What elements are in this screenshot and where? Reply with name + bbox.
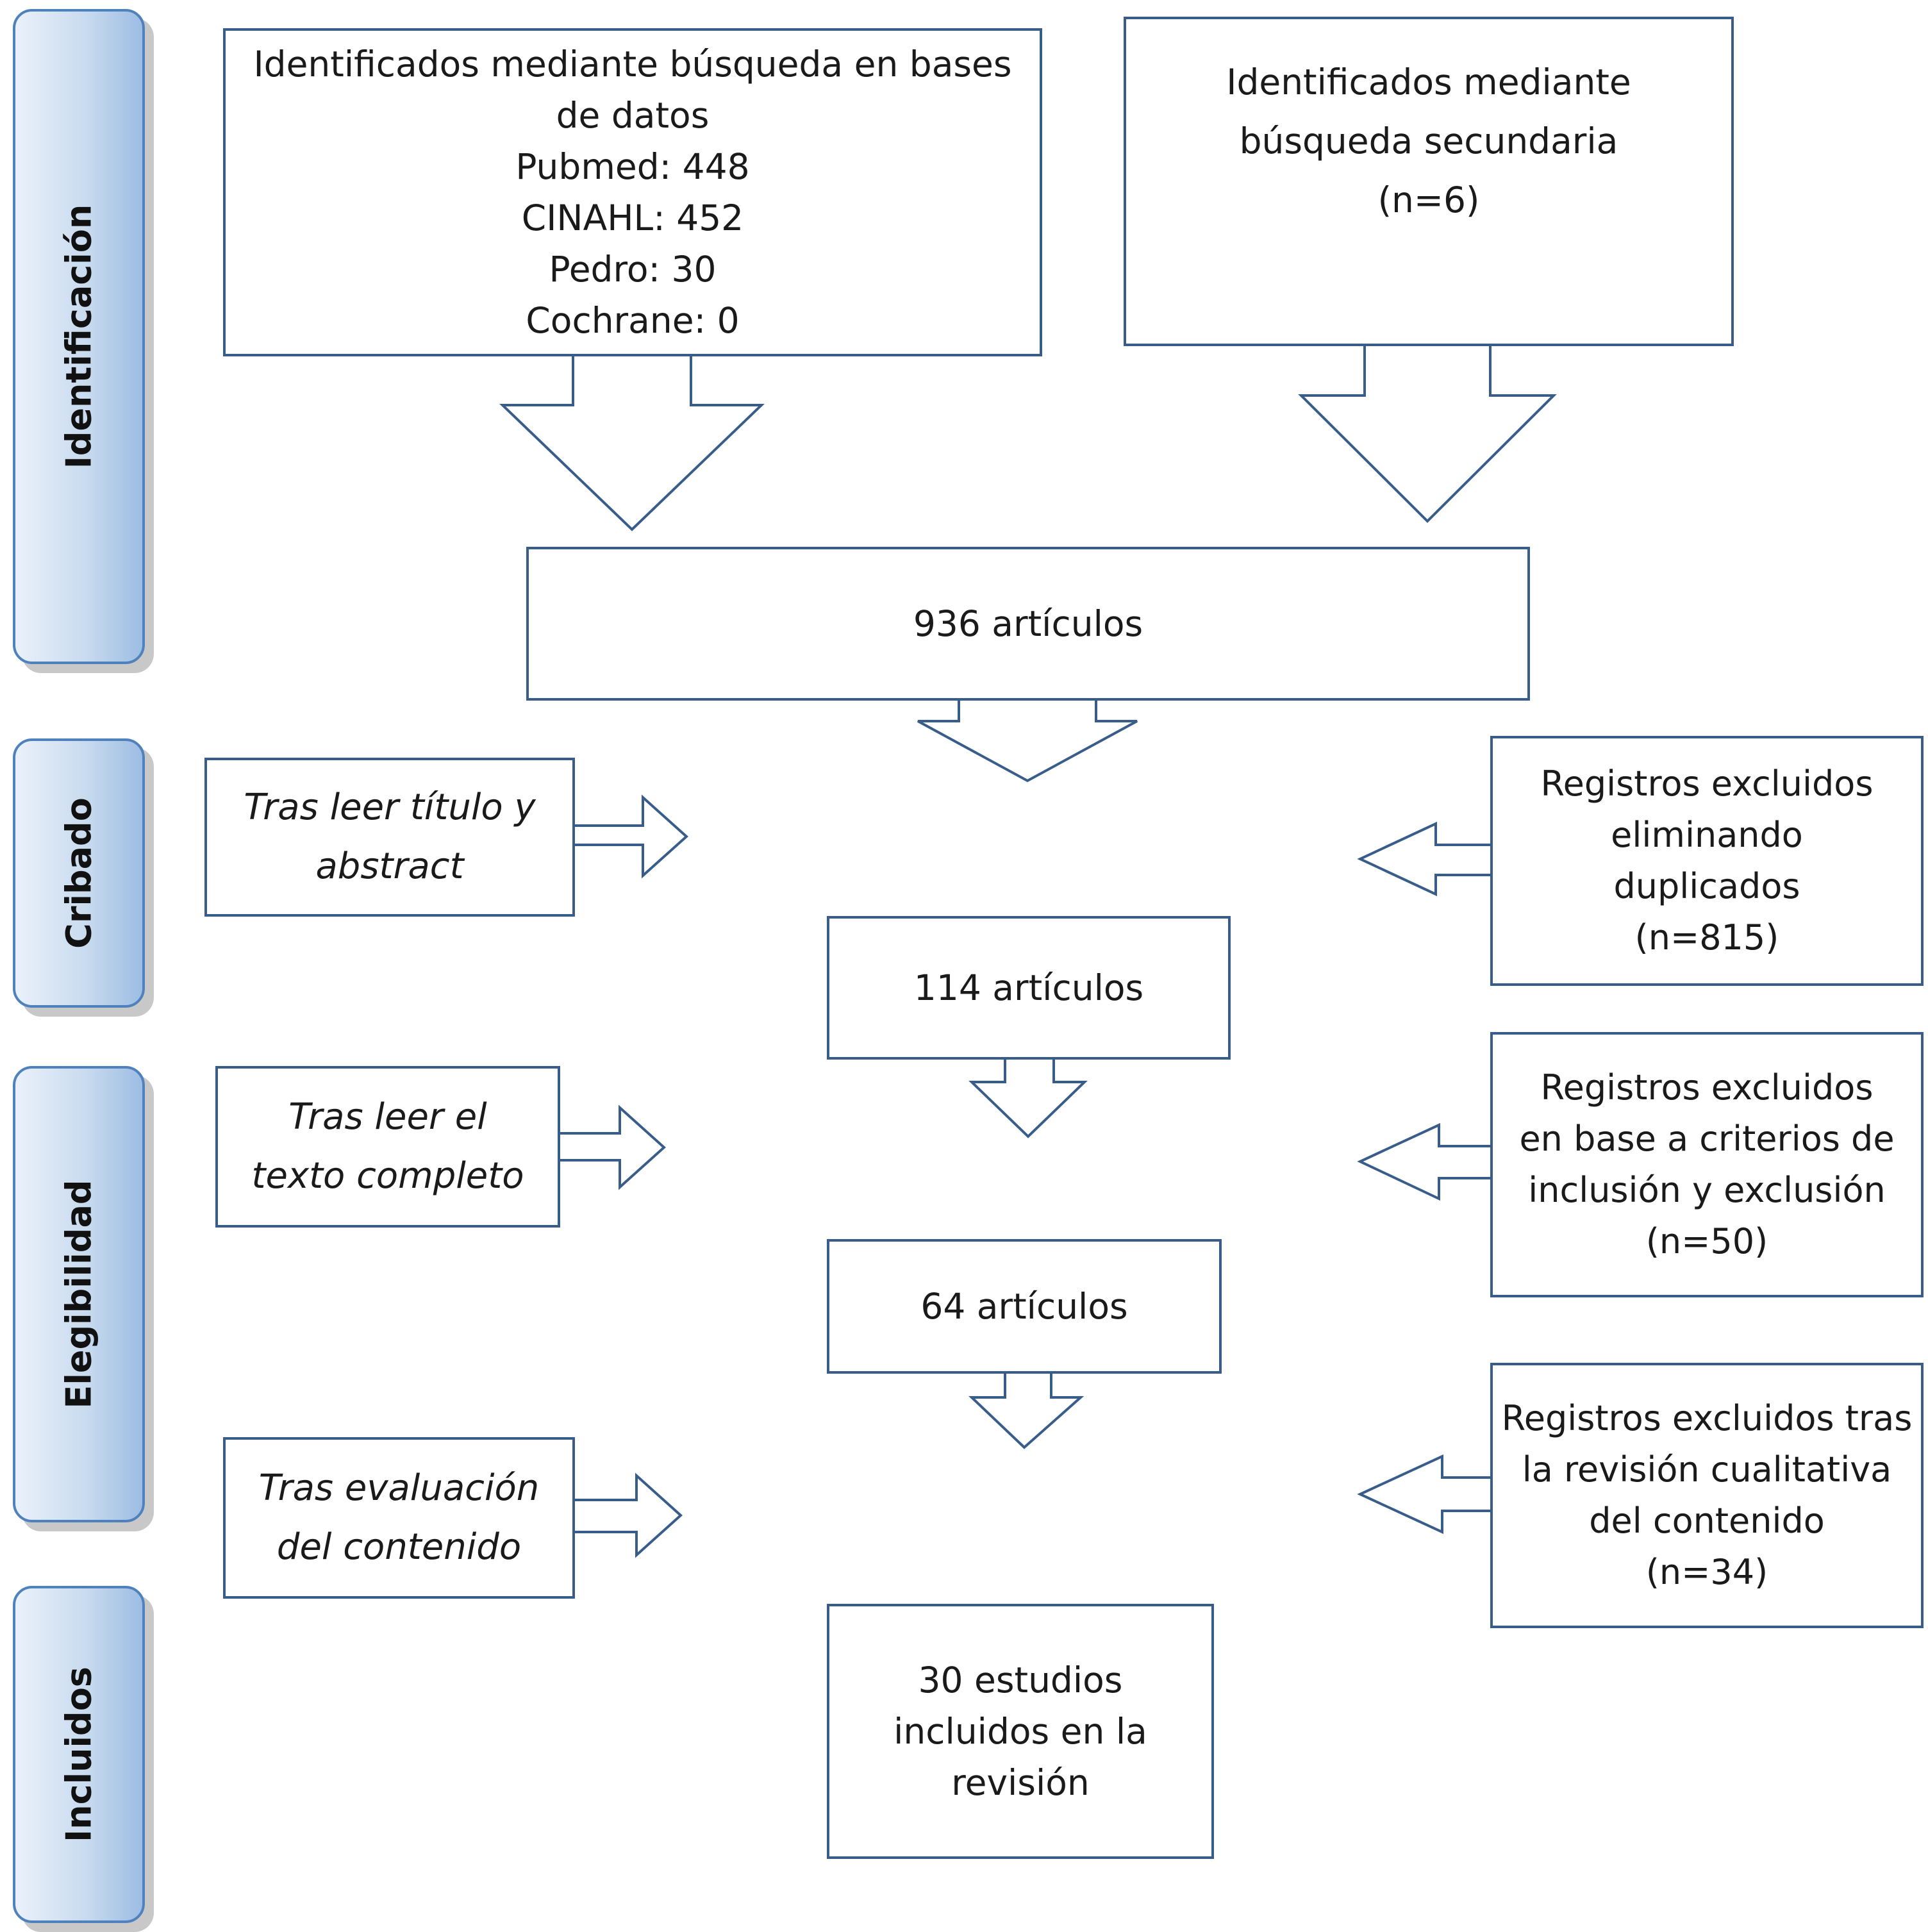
eligibility-step-line: Tras leer el: [288, 1096, 487, 1138]
excluded-criteria-box: Registros excluidos en base a criterios …: [1490, 1032, 1924, 1297]
quality-step-note: Tras evaluación del contenido: [223, 1437, 575, 1599]
eligible-articles-text: 64 artículos: [920, 1286, 1128, 1327]
screening-step-line: abstract: [315, 845, 464, 887]
arrow-down-total: [917, 697, 1138, 783]
databases-box: Identificados mediante búsqueda en bases…: [223, 28, 1042, 356]
included-line: revisión: [951, 1762, 1090, 1803]
excluded-qualitative-line: la revisión cualitativa: [1522, 1449, 1892, 1490]
eligibility-step-note: Tras leer el texto completo: [215, 1066, 560, 1228]
arrow-down-screened: [968, 1056, 1088, 1138]
total-articles-box: 936 artículos: [526, 547, 1530, 701]
quality-step-line: del contenido: [276, 1526, 522, 1568]
included-line: 30 estudios: [918, 1660, 1123, 1701]
excluded-criteria-line: en base a criterios de: [1519, 1119, 1895, 1159]
excluded-duplicates-box: Registros excluidos eliminando duplicado…: [1490, 736, 1924, 986]
excluded-criteria-line: inclusión y exclusión: [1528, 1170, 1886, 1210]
phase-elegibilidad: Elegibilidad: [13, 1066, 145, 1522]
arrow-down-databases: [499, 353, 765, 531]
databases-line: Cochrane: 0: [526, 300, 740, 341]
eligibility-step-line: texto completo: [251, 1155, 524, 1197]
quality-step-line: Tras evaluación: [258, 1467, 540, 1509]
excluded-duplicates-line: eliminando: [1611, 815, 1803, 855]
screened-articles-box: 114 artículos: [827, 916, 1231, 1060]
secondary-line: Identificados mediante: [1226, 62, 1631, 103]
phase-cribado: Cribado: [13, 738, 145, 1008]
included-line: incluidos en la: [893, 1711, 1147, 1752]
arrow-left-criteria: [1357, 1122, 1493, 1201]
excluded-duplicates-line: duplicados: [1613, 866, 1800, 906]
excluded-qualitative-line: Registros excluidos tras: [1501, 1398, 1913, 1438]
phase-label-identificacion: Identificación: [58, 204, 99, 469]
included-studies-box: 30 estudios incluidos en la revisión: [827, 1604, 1214, 1859]
screening-step-line: Tras leer título y: [244, 787, 536, 828]
phase-incluidos: Incluidos: [13, 1586, 145, 1923]
arrow-right-quality: [572, 1472, 683, 1558]
secondary-search-box: Identificados mediante búsqueda secundar…: [1124, 17, 1734, 346]
arrow-left-qualitative: [1357, 1454, 1493, 1535]
phase-identificacion: Identificación: [13, 9, 145, 664]
databases-line: CINAHL: 452: [521, 197, 744, 238]
phase-label-elegibilidad: Elegibilidad: [58, 1179, 99, 1409]
secondary-line: (n=6): [1377, 179, 1480, 221]
databases-line: Pubmed: 448: [515, 146, 750, 187]
eligible-articles-box: 64 artículos: [827, 1239, 1222, 1374]
arrow-down-secondary: [1298, 344, 1557, 523]
excluded-duplicates-line: (n=815): [1634, 917, 1779, 958]
excluded-duplicates-line: Registros excluidos: [1540, 763, 1874, 804]
screening-step-note: Tras leer título y abstract: [204, 758, 575, 917]
excluded-qualitative-box: Registros excluidos tras la revisión cua…: [1490, 1363, 1924, 1628]
databases-line: Identificados mediante búsqueda en bases: [253, 44, 1012, 85]
screened-articles-text: 114 artículos: [913, 967, 1144, 1008]
excluded-qualitative-line: (n=34): [1645, 1552, 1768, 1592]
arrow-down-eligible: [968, 1370, 1084, 1449]
excluded-criteria-line: (n=50): [1645, 1221, 1768, 1262]
databases-line: de datos: [556, 95, 710, 136]
phase-label-incluidos: Incluidos: [58, 1667, 99, 1842]
total-articles-text: 936 artículos: [913, 603, 1143, 644]
arrow-right-screening: [572, 794, 688, 879]
excluded-qualitative-line: del contenido: [1589, 1501, 1825, 1541]
arrow-right-eligibility: [558, 1104, 666, 1190]
excluded-criteria-line: Registros excluidos: [1540, 1067, 1874, 1108]
arrow-left-duplicates: [1357, 821, 1493, 897]
secondary-line: búsqueda secundaria: [1239, 121, 1618, 162]
databases-line: Pedro: 30: [549, 249, 717, 290]
phase-label-cribado: Cribado: [58, 797, 99, 949]
